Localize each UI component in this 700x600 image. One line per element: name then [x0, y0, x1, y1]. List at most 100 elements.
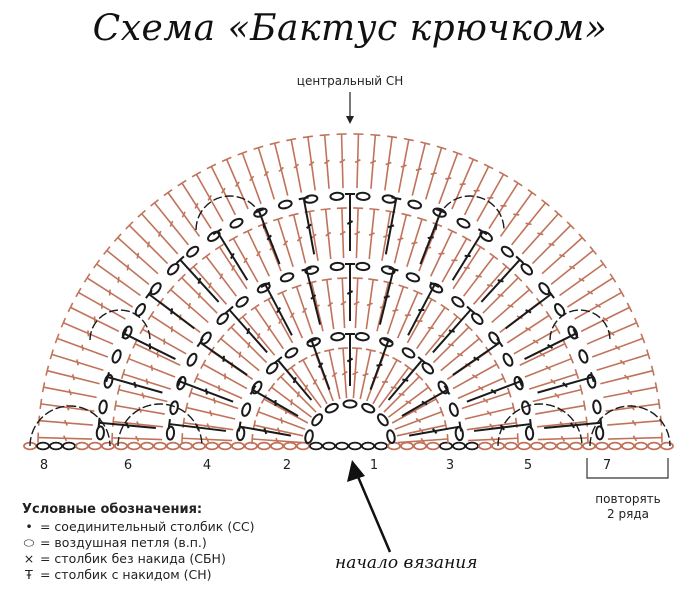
stitch-bar: [346, 290, 354, 295]
stitch-top: [97, 417, 101, 428]
stitch-bar: [595, 303, 602, 308]
stitch-top: [477, 228, 488, 236]
stitch-bar: [339, 158, 346, 164]
chain-stitch: [322, 441, 336, 451]
stitch-bar: [475, 275, 482, 278]
chain-stitch: [251, 380, 263, 395]
stitch-bar: [234, 181, 240, 188]
chain-stitch: [256, 282, 271, 294]
repeat-bracket: [586, 458, 669, 479]
chain-stitch: [103, 373, 114, 389]
chain-stitch: [329, 261, 345, 272]
row-number: 6: [123, 458, 133, 473]
stitch-top: [45, 365, 50, 376]
stitch-bar: [209, 410, 213, 417]
legend-item-single-crochet: × = столбик без накида (СБН): [22, 551, 255, 567]
stitch-top: [227, 323, 236, 332]
stitch-top: [277, 289, 288, 296]
chain-stitch: [304, 429, 314, 445]
stitch-top: [493, 359, 500, 370]
stitch-top: [529, 418, 533, 430]
stitch-bar: [194, 202, 199, 209]
stitch-top: [163, 189, 173, 197]
stitch-top: [324, 348, 335, 353]
chain-stitch: [329, 191, 345, 201]
stitch-top: [224, 305, 234, 314]
stitch-bar: [569, 265, 576, 270]
stitch-bar: [383, 234, 390, 238]
stitch-bar: [560, 435, 566, 442]
stitch-top: [489, 252, 499, 261]
chain-stitch: [380, 265, 396, 275]
stitch-top: [447, 228, 458, 234]
stitch-bar: [292, 376, 297, 384]
stitch-bar: [290, 399, 293, 406]
stitch-top: [302, 135, 313, 139]
stitch-top: [468, 156, 479, 163]
stitch-top: [500, 373, 507, 384]
stitch-bar: [559, 253, 566, 258]
chain-stitch: [354, 332, 370, 342]
stitch-top: [237, 421, 242, 432]
stitch-top: [401, 212, 412, 217]
chain-stitch: [569, 441, 583, 451]
stitch-bar: [76, 359, 79, 366]
double-crochet-icon: Ŧ: [25, 567, 33, 582]
stitch-top: [609, 273, 617, 283]
stitch-bar: [246, 327, 251, 335]
stitch-bar: [135, 435, 140, 442]
chain-stitch: [582, 441, 596, 451]
chain-stitch: [355, 191, 371, 201]
stitch-top: [189, 262, 198, 271]
chain-stitch: [303, 194, 319, 204]
stitch-bar: [81, 344, 84, 351]
stitch-bar: [497, 293, 504, 297]
stitch-bar: [243, 257, 248, 264]
stitch-top: [67, 302, 74, 313]
stitch-top: [306, 280, 317, 285]
legend-item-double-crochet: Ŧ = столбик с накидом (СН): [22, 567, 255, 583]
stitch-bar: [477, 385, 484, 391]
stitch-top: [75, 287, 82, 298]
chain-stitch: [166, 262, 180, 276]
chain-scallop: [435, 195, 505, 231]
chain-icon: ⬭: [23, 535, 35, 550]
chain-stitch: [311, 413, 324, 427]
stitch-top: [319, 133, 330, 137]
stitch-bar: [222, 355, 225, 362]
stitch-bar: [150, 364, 154, 371]
stitch-top: [113, 233, 122, 242]
chain-stitch: [405, 272, 421, 283]
stitch-top: [301, 267, 312, 272]
stitch-bar: [385, 161, 392, 166]
chain-stitch: [49, 441, 63, 451]
stitch-top: [416, 216, 428, 222]
stitch-top: [582, 400, 587, 411]
stitch-top: [54, 333, 60, 344]
stitch-top: [175, 255, 185, 264]
stitch-bar: [383, 295, 390, 299]
stitch-top: [640, 333, 646, 344]
stitch-bar: [430, 172, 437, 175]
stitch-bar: [126, 264, 130, 271]
stitch-top: [188, 387, 194, 398]
stitch-bar: [619, 359, 626, 366]
chain-stitch: [451, 296, 465, 308]
chain-stitch: [520, 262, 534, 276]
chain-stitch: [530, 441, 544, 451]
stitch-top: [206, 163, 217, 170]
stitch-top: [257, 222, 268, 228]
stitch-bar: [238, 351, 242, 358]
start-arrow: [354, 471, 392, 553]
chain-stitch: [149, 282, 162, 296]
stitch-bar: [340, 300, 347, 306]
chain-stitch: [277, 199, 293, 210]
stitch-bar: [266, 234, 272, 241]
stitch-top: [415, 372, 424, 381]
stitch-bar: [631, 419, 637, 426]
stitch-bar: [308, 161, 315, 167]
chain-stitch: [330, 332, 346, 342]
stitch-top: [286, 363, 296, 372]
stitch-bar: [63, 435, 68, 442]
stitch-top: [83, 273, 91, 283]
